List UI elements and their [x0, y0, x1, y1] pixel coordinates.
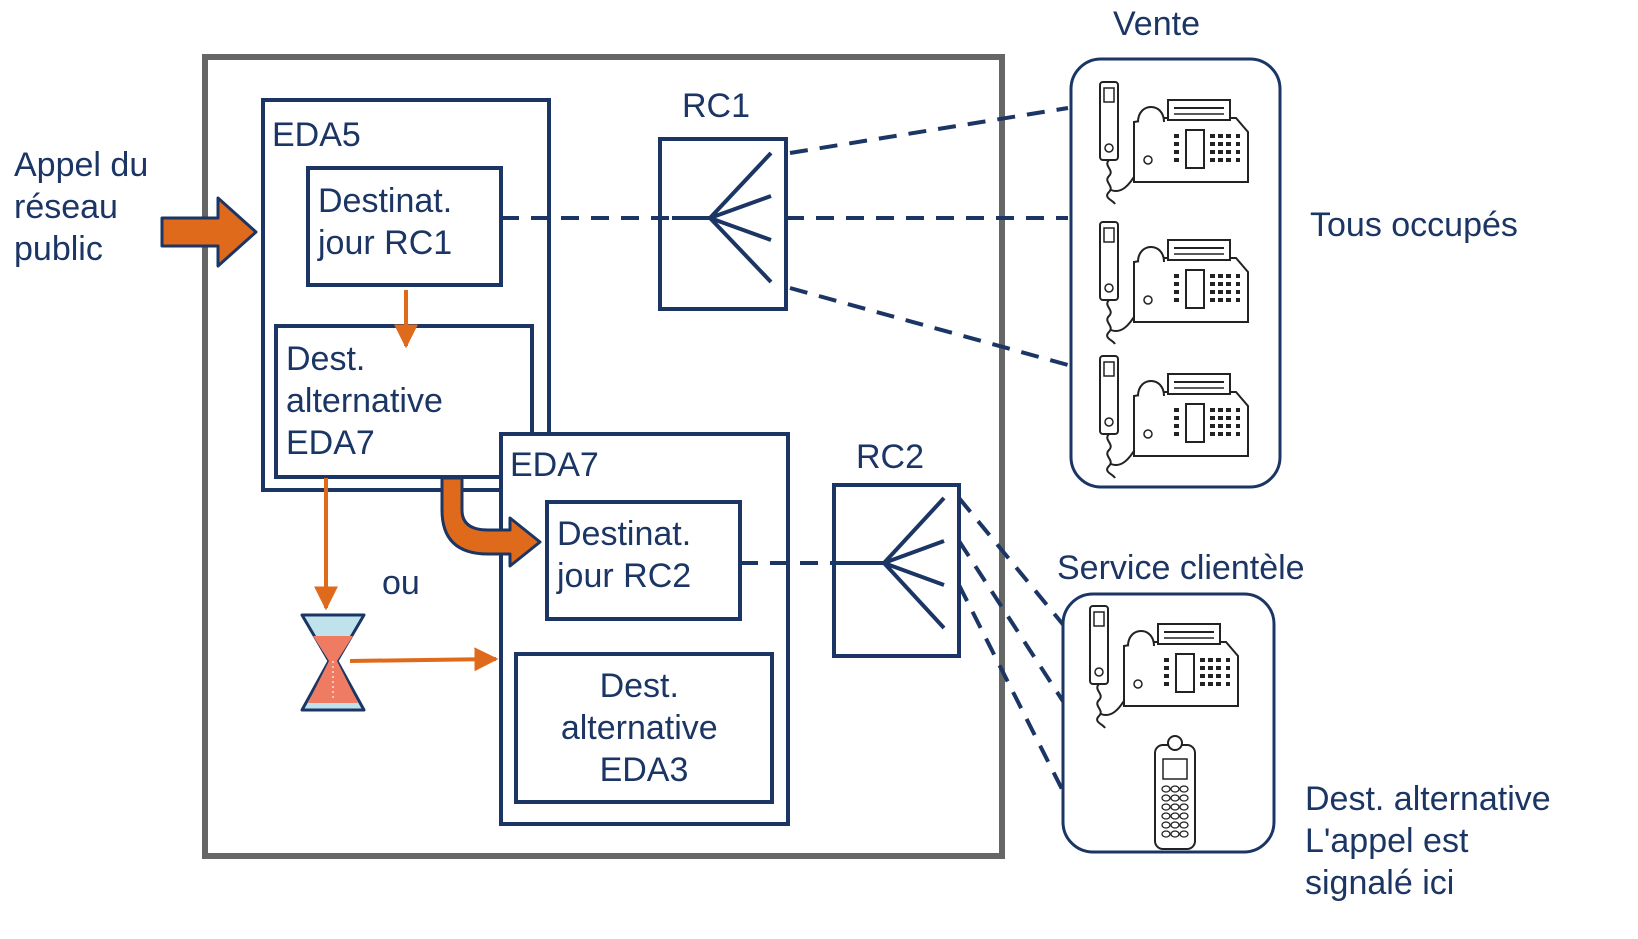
rc2-fanout [845, 496, 946, 630]
pbx-frame [202, 54, 1005, 859]
eda7-title: EDA7 [510, 446, 599, 484]
incoming-call-label: Appel du réseau public [14, 146, 158, 268]
eda7-alternative-box [514, 652, 774, 804]
rc2-label: RC2 [856, 438, 924, 476]
eda5-day-destination-label: Destinat. jour RC1 [317, 182, 462, 262]
eda5-title: EDA5 [272, 116, 361, 154]
incoming-call-arrow [160, 196, 258, 268]
or-label: ou [382, 564, 420, 602]
eda5-to-eda7-arrow [440, 476, 542, 568]
rc2-box [832, 483, 961, 658]
hourglass-icon [300, 613, 366, 712]
handset-icon [1154, 735, 1196, 850]
eda7-day-destination-label: Destinat. jour RC2 [556, 515, 701, 595]
all-busy-label: Tous occupés [1310, 206, 1518, 244]
alt-destination-note: Dest. alternative L'appel est signalé ic… [1305, 780, 1560, 902]
customer-service-title: Service clientèle [1057, 549, 1305, 587]
eda5-day-destination-box [306, 166, 503, 287]
eda5-box [261, 98, 551, 492]
rc1-label: RC1 [682, 87, 750, 125]
sales-title: Vente [1113, 5, 1200, 43]
rc1-fanout [672, 151, 773, 284]
eda5-alternative-label: Dest. alternative EDA7 [286, 340, 452, 462]
eda7-alternative-label: Dest. alternative EDA3 [561, 667, 727, 789]
eda7-day-destination-box [545, 500, 742, 621]
rc2-phone-links [957, 496, 1072, 806]
hourglass-to-eda7-arrow [349, 647, 499, 672]
eda5-alternative-box [274, 324, 534, 479]
rc1-phone-links [786, 106, 1069, 367]
